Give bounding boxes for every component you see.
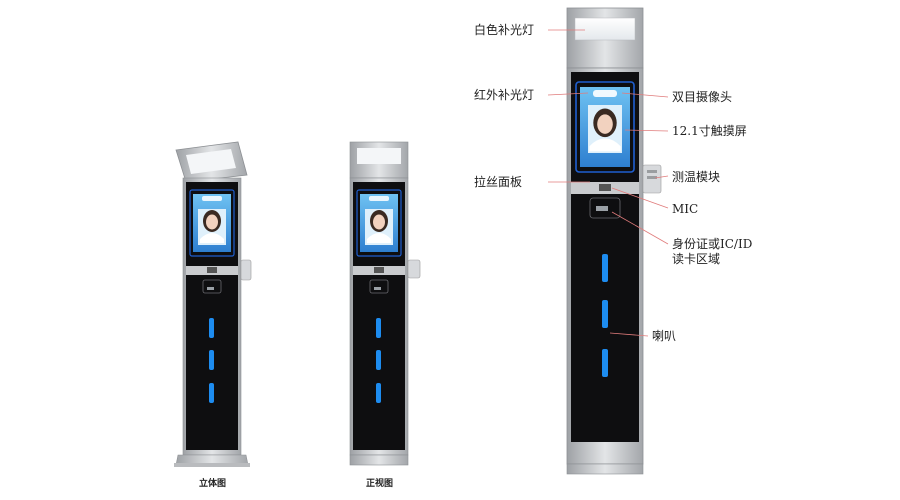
kiosk-front-view <box>349 141 421 466</box>
label-speaker: 喇叭 <box>652 329 677 343</box>
kiosk-3d-view <box>174 141 252 467</box>
kiosk-labelled-view <box>547 7 669 475</box>
label-id-card-line2: 读卡区域 <box>672 252 721 266</box>
label-temp-module: 测温模块 <box>672 170 721 184</box>
label-ir-light: 红外补光灯 <box>474 88 535 102</box>
label-id-card-line1: 身份证或IC/ID <box>672 237 753 251</box>
caption-front-view: 正视图 <box>366 479 394 489</box>
label-fill-light: 白色补光灯 <box>474 23 535 37</box>
label-mic: MIC <box>672 202 699 216</box>
label-touchscreen: 12.1寸触摸屏 <box>672 124 747 138</box>
label-dual-camera: 双目摄像头 <box>672 90 733 104</box>
leader-lines <box>547 29 669 337</box>
label-brushed-panel: 拉丝面板 <box>474 175 523 189</box>
caption-3d-view: 立体图 <box>199 479 227 489</box>
